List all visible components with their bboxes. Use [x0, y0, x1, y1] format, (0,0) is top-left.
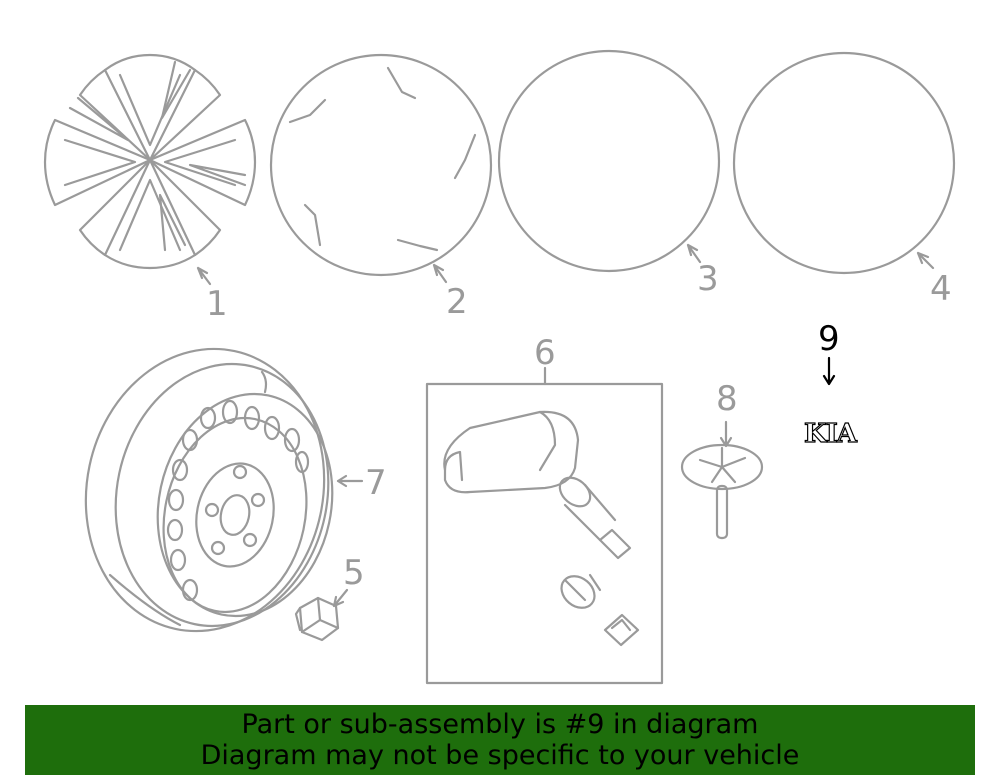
callout-7: 7 [365, 463, 387, 503]
leader-8 [719, 420, 733, 448]
leader-4 [916, 251, 935, 270]
callout-3: 3 [697, 259, 719, 299]
callout-2: 2 [446, 282, 468, 322]
hub-cap-part-3[interactable] [497, 49, 721, 273]
wheel-cover-part-2[interactable] [269, 53, 493, 277]
leader-7 [336, 474, 364, 488]
callout-6: 6 [534, 333, 556, 373]
leader-9 [822, 356, 836, 386]
callout-8: 8 [716, 379, 738, 419]
callout-9: 9 [818, 319, 840, 359]
callout-4: 4 [930, 269, 952, 309]
callout-5: 5 [343, 553, 365, 593]
tpms-kit-part-6[interactable] [425, 382, 664, 685]
banner-line-2: Diagram may not be specific to your vehi… [200, 740, 800, 771]
banner-line-1: Part or sub-assembly is #9 in diagram [241, 709, 759, 740]
valve-part-8[interactable] [680, 443, 764, 540]
info-banner: Part or sub-assembly is #9 in diagram Di… [25, 705, 975, 775]
leader-5 [332, 588, 349, 608]
leader-3 [686, 243, 702, 264]
lug-nut-part-5[interactable] [294, 596, 340, 642]
leader-2 [432, 263, 448, 284]
hub-cap-part-4[interactable] [732, 51, 956, 275]
callout-1: 1 [206, 284, 228, 324]
wheel-cover-part-1[interactable] [43, 53, 257, 270]
leader-1 [196, 266, 212, 286]
steel-wheel-part-7[interactable] [60, 327, 352, 654]
parts-diagram: 1 2 3 4 5 6 7 8 9 KIA [43, 49, 956, 685]
kia-emblem-part-9[interactable]: KIA [803, 418, 859, 449]
